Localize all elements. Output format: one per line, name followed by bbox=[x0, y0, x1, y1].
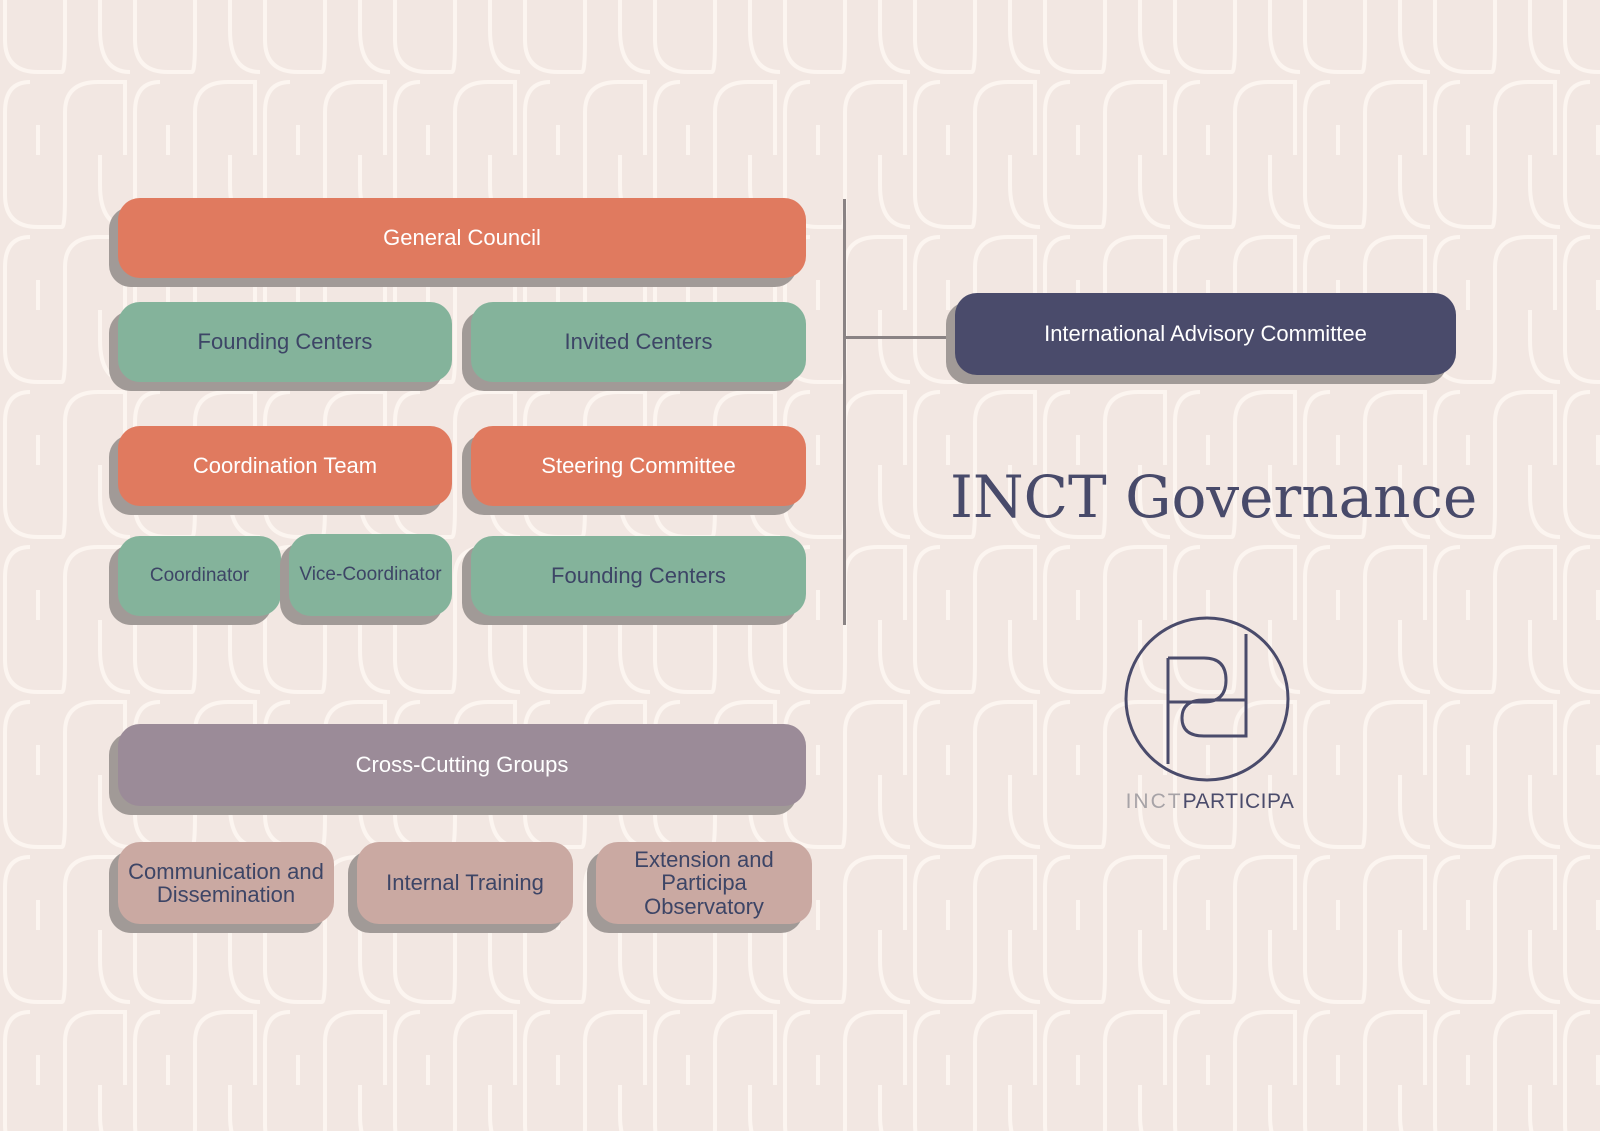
international-advisory-committee-box: International Advisory Committee bbox=[955, 293, 1456, 375]
founding-centers-label: Founding Centers bbox=[197, 329, 373, 355]
extension-observatory-label: Extension and Participa Observatory bbox=[634, 847, 774, 919]
participa-logo-icon bbox=[1124, 616, 1290, 782]
coordination-team-label: Coordination Team bbox=[192, 453, 378, 479]
communication-dissemination-box: Communication and Dissemination bbox=[118, 842, 334, 924]
communication-dissemination-label: Communication and Dissemination bbox=[128, 858, 324, 907]
connector-vertical-line bbox=[843, 199, 846, 625]
steering-committee-box: Steering Committee bbox=[471, 426, 806, 506]
logo-wordmark: INCTPARTICIPA bbox=[1100, 790, 1320, 814]
general-council-label: General Council bbox=[383, 225, 541, 251]
vice-coordinator-box: Vice-Coordinator bbox=[289, 534, 452, 616]
page-title: INCT Governance bbox=[950, 463, 1478, 531]
invited-centers-box: Invited Centers bbox=[471, 302, 806, 382]
coordinator-box: Coordinator bbox=[118, 536, 281, 616]
international-advisory-committee-label: International Advisory Committee bbox=[1044, 321, 1367, 347]
founding-centers-box: Founding Centers bbox=[118, 302, 452, 382]
general-council-box: General Council bbox=[118, 198, 806, 278]
extension-observatory-box: Extension and Participa Observatory bbox=[596, 842, 812, 924]
internal-training-label: Internal Training bbox=[386, 870, 544, 896]
coordinator-label: Coordinator bbox=[149, 565, 250, 587]
founding-centers-lower-box: Founding Centers bbox=[471, 536, 806, 616]
founding-centers-lower-label: Founding Centers bbox=[551, 563, 726, 589]
internal-training-box: Internal Training bbox=[357, 842, 573, 924]
cross-cutting-groups-label: Cross-Cutting Groups bbox=[355, 752, 569, 778]
vice-coordinator-label: Vice-Coordinator bbox=[299, 564, 442, 586]
coordination-team-box: Coordination Team bbox=[118, 426, 452, 506]
invited-centers-label: Invited Centers bbox=[564, 329, 713, 355]
connector-horizontal-line bbox=[845, 336, 955, 339]
steering-committee-label: Steering Committee bbox=[541, 453, 736, 479]
logo-word-participa: PARTICIPA bbox=[1182, 790, 1295, 813]
cross-cutting-groups-box: Cross-Cutting Groups bbox=[118, 724, 806, 806]
logo-word-inct: INCT bbox=[1125, 790, 1183, 813]
